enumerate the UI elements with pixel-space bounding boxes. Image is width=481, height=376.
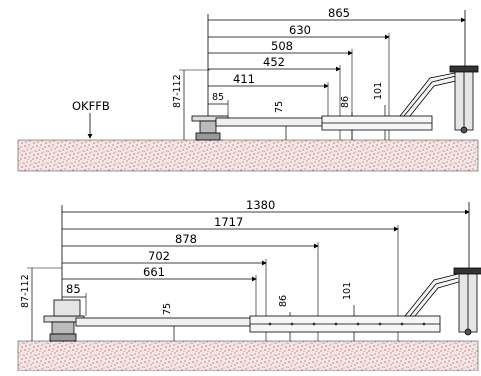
floor-slab-bottom xyxy=(17,340,479,372)
dimension-1717: 1717 xyxy=(62,215,399,341)
dimension-height-87-112: 87-112 xyxy=(172,69,210,140)
dimension-height-87-112: 87-112 xyxy=(20,267,62,341)
dimension-85: 85 xyxy=(208,92,229,116)
dim-label: 87-112 xyxy=(20,274,31,308)
dim-label: 75 xyxy=(274,101,285,113)
dimension-702: 702 xyxy=(62,249,267,341)
dim-label: 452 xyxy=(263,55,285,69)
dim-label: 508 xyxy=(271,39,293,53)
dimension-452: 452 xyxy=(208,55,341,140)
dim-label: 865 xyxy=(328,6,350,20)
dim-label: 101 xyxy=(342,282,353,300)
dimension-865: 865 xyxy=(208,6,466,23)
dimension-85: 85 xyxy=(62,282,87,316)
dimension-661: 661 xyxy=(62,265,257,320)
floor-slab-top xyxy=(17,139,479,172)
dimension-1380: 1380 xyxy=(62,198,470,215)
dim-label: 85 xyxy=(66,282,81,296)
dim-label: 411 xyxy=(233,72,255,86)
dim-label: 702 xyxy=(148,249,170,263)
dim-label: 1717 xyxy=(214,215,243,229)
dim-label: 101 xyxy=(373,82,384,100)
dim-label: 85 xyxy=(212,92,224,103)
dimension-101: 101 xyxy=(373,82,386,140)
dim-label: 86 xyxy=(278,295,289,307)
dim-label: 878 xyxy=(175,232,197,246)
lift-arm-retracted xyxy=(191,65,479,141)
dim-label: 87-112 xyxy=(172,74,183,108)
dim-label: 75 xyxy=(162,303,173,315)
dim-label: 86 xyxy=(340,96,351,108)
dimension-878: 878 xyxy=(62,232,319,341)
floor-level-label: OKFFB xyxy=(72,99,110,113)
dimension-411: 411 xyxy=(208,72,329,118)
dim-label: 1380 xyxy=(246,198,275,212)
bottom-view: 1380 1717 878 702 661 85 xyxy=(17,198,481,372)
lift-arm-extended xyxy=(43,267,481,342)
dim-label: 630 xyxy=(289,23,311,37)
dimension-630: 630 xyxy=(208,23,390,140)
top-view: 865 630 508 452 411 85 xyxy=(17,6,479,172)
dim-label: 661 xyxy=(143,265,165,279)
